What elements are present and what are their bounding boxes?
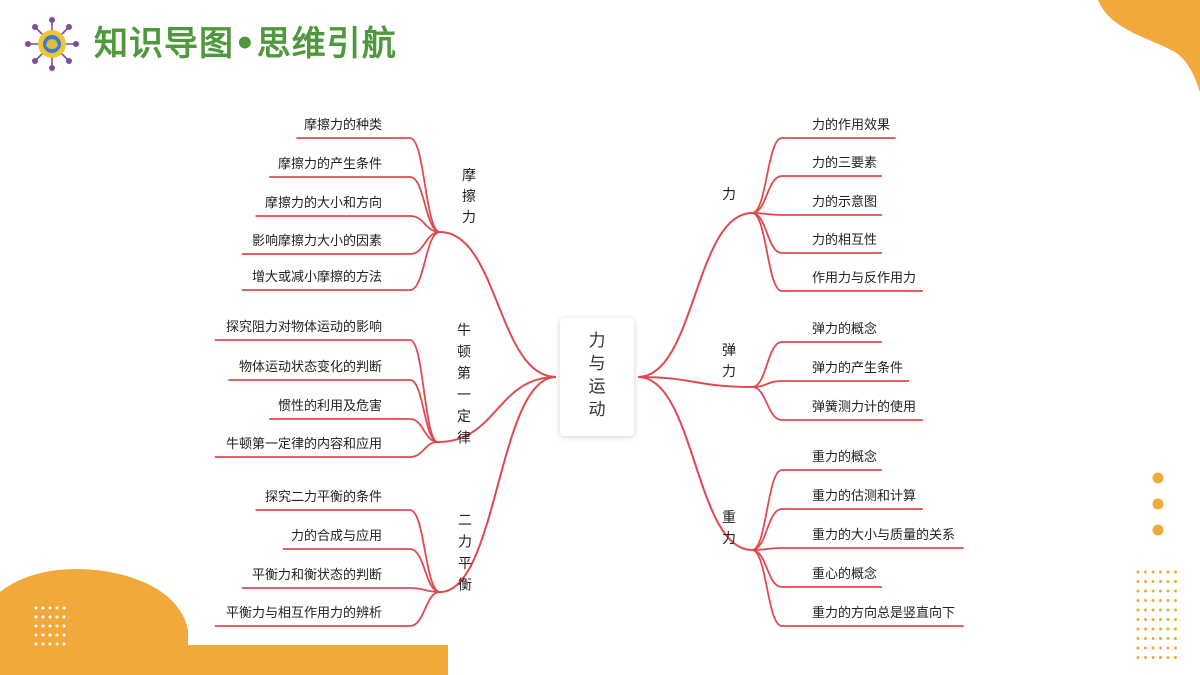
right-leaf-line bbox=[751, 469, 882, 551]
left-leaf-line bbox=[269, 176, 441, 233]
side-dot-2 bbox=[1152, 498, 1164, 510]
right-leaf-label[interactable]: 力的相互性 bbox=[812, 232, 877, 248]
right-leaf-line bbox=[751, 212, 923, 292]
left-leaf-line bbox=[255, 509, 441, 593]
left-leaf-label[interactable]: 惯性的利用及危害 bbox=[278, 398, 382, 414]
left-leaf-label[interactable]: 探究二力平衡的条件 bbox=[265, 489, 382, 505]
left-leaf-label[interactable]: 平衡力与相互作用力的辨析 bbox=[226, 605, 382, 621]
left-leaf-line bbox=[282, 548, 441, 593]
left-branch-label-3-char: 衡 bbox=[458, 578, 472, 594]
left-leaf-label[interactable]: 摩擦力的种类 bbox=[304, 117, 382, 133]
right-leaf-label[interactable]: 弹簧测力计的使用 bbox=[812, 399, 916, 415]
right-leaf-label[interactable]: 弹力的产生条件 bbox=[812, 360, 903, 376]
bottom-left-wave bbox=[0, 568, 448, 675]
left-leaf-line bbox=[214, 591, 441, 627]
right-leaf-label[interactable]: 重力的概念 bbox=[812, 449, 877, 465]
side-dot-3 bbox=[1152, 524, 1164, 536]
right-leaf-line bbox=[751, 508, 923, 551]
left-leaf-label[interactable]: 增大或减小摩擦的方法 bbox=[252, 269, 382, 285]
left-leaf-line bbox=[296, 137, 441, 233]
left-branch-label-2-char: 定 bbox=[457, 409, 471, 425]
brain-network-icon bbox=[25, 17, 79, 71]
right-branch-line-1 bbox=[637, 212, 753, 378]
left-leaf-line bbox=[242, 587, 441, 593]
right-leaf-label[interactable]: 力的示意图 bbox=[812, 194, 877, 210]
right-leaf-line bbox=[751, 547, 964, 551]
left-leaf-line bbox=[228, 379, 439, 443]
left-leaf-label[interactable]: 平衡力和衡状态的判断 bbox=[252, 567, 382, 583]
left-branch-label-3-char: 力 bbox=[458, 535, 472, 551]
left-branch-label-1-char: 力 bbox=[462, 210, 476, 226]
right-leaf-label[interactable]: 重力的估测和计算 bbox=[812, 488, 916, 504]
left-branch-label-2-char: 牛 bbox=[457, 323, 471, 339]
right-branch-label-3-char: 力 bbox=[722, 531, 736, 547]
left-leaf-label[interactable]: 物体运动状态变化的判断 bbox=[239, 359, 382, 375]
right-branch-label-1-char: 力 bbox=[722, 187, 736, 203]
right-leaf-line bbox=[751, 137, 896, 214]
right-leaf-line bbox=[751, 175, 882, 214]
right-branch-line-2 bbox=[637, 376, 753, 388]
left-leaf-line bbox=[242, 231, 441, 291]
right-leaf-label[interactable]: 重力的方向总是竖直向下 bbox=[812, 605, 955, 621]
left-leaf-label[interactable]: 力的合成与应用 bbox=[291, 528, 382, 544]
right-leaf-line bbox=[751, 549, 964, 627]
right-leaf-label[interactable]: 重力的大小与质量的关系 bbox=[812, 527, 955, 543]
left-branch-label-3-char: 平 bbox=[458, 556, 472, 572]
left-branch-line-1 bbox=[439, 231, 557, 378]
right-leaf-line bbox=[751, 212, 882, 216]
top-right-wave bbox=[1098, 0, 1200, 92]
right-branch-label-2-char: 弹 bbox=[722, 343, 736, 359]
bottom-left-dot-grid bbox=[34, 606, 66, 646]
right-branch-line-3 bbox=[637, 376, 753, 551]
left-branch-label-3-char: 二 bbox=[458, 513, 472, 529]
left-leaf-line bbox=[214, 441, 439, 458]
left-leaf-label[interactable]: 探究阻力对物体运动的影响 bbox=[226, 319, 382, 335]
left-leaf-line bbox=[269, 418, 439, 443]
left-branch-label-2-char: 顿 bbox=[457, 345, 471, 361]
left-branch-label-2-char: 律 bbox=[457, 431, 471, 447]
left-branch-label-2-char: 第 bbox=[457, 365, 471, 382]
right-branch-label-3-char: 重 bbox=[722, 510, 736, 526]
left-branch-line-2 bbox=[437, 376, 557, 443]
center-node-label: 力与运动 bbox=[588, 331, 606, 420]
right-branch-label-2-char: 力 bbox=[722, 364, 736, 380]
right-leaf-line bbox=[751, 380, 910, 388]
right-leaf-label[interactable]: 作用力与反作用力 bbox=[812, 271, 916, 286]
left-leaf-label[interactable]: 影响摩擦力大小的因素 bbox=[252, 233, 382, 249]
center-node[interactable] bbox=[560, 318, 634, 436]
left-leaf-label[interactable]: 牛顿第一定律的内容和应用 bbox=[226, 436, 382, 452]
right-leaf-line bbox=[751, 341, 882, 388]
left-branch-label-1-char: 擦 bbox=[462, 188, 476, 205]
left-leaf-line bbox=[255, 215, 441, 233]
bottom-right-dot-grid bbox=[1136, 570, 1177, 659]
left-branch-label-1-char: 摩 bbox=[462, 167, 476, 184]
right-leaf-label[interactable]: 力的作用效果 bbox=[812, 117, 890, 133]
page-title: 知识导图•思维引航 bbox=[94, 24, 397, 64]
left-leaf-label[interactable]: 摩擦力的大小和方向 bbox=[265, 195, 382, 211]
left-branch-label-2-char: 一 bbox=[457, 388, 471, 404]
left-branch-line-3 bbox=[439, 376, 557, 593]
right-leaf-line bbox=[751, 549, 882, 588]
side-dot-1 bbox=[1152, 472, 1164, 484]
right-leaf-label[interactable]: 弹力的概念 bbox=[812, 321, 877, 337]
left-leaf-label[interactable]: 摩擦力的产生条件 bbox=[278, 156, 382, 172]
right-leaf-label[interactable]: 力的三要素 bbox=[812, 155, 877, 171]
page-header: 知识导图•思维引航 bbox=[24, 14, 397, 74]
right-leaf-label[interactable]: 重心的概念 bbox=[812, 566, 877, 582]
left-leaf-line bbox=[214, 339, 439, 443]
right-leaf-line bbox=[751, 386, 923, 421]
